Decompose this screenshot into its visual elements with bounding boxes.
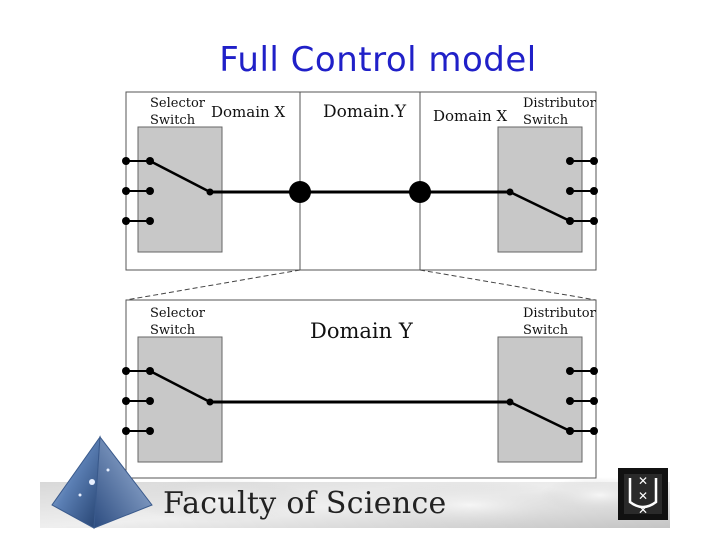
slide-title: Full Control model <box>219 40 537 80</box>
selector-label-line2: Switch <box>150 113 196 128</box>
footer-faculty-text: Faculty of Science <box>163 486 447 521</box>
distributor-ports-bottom <box>566 367 598 435</box>
distributor-label-bottom-line1: Distributor <box>523 306 597 321</box>
distributor-switch-arm <box>509 190 571 223</box>
svg-text:✕: ✕ <box>638 474 648 488</box>
distributor-label-line1: Distributor <box>523 96 597 111</box>
distributor-label-bottom-line2: Switch <box>523 323 569 338</box>
domain-y-bottom-label: Domain Y <box>310 319 414 343</box>
selector-label-bottom-line1: Selector <box>150 306 206 321</box>
pyramid-logo-icon <box>51 435 153 529</box>
zoom-line-left <box>125 269 301 301</box>
domain-x-right-label: Domain X <box>433 107 507 125</box>
selector-label-bottom-line2: Switch <box>150 323 196 338</box>
distributor-label-line2: Switch <box>523 113 569 128</box>
interconnect-node-right <box>409 181 431 203</box>
interconnect-node-left <box>289 181 311 203</box>
selector-label-line1: Selector <box>150 96 206 111</box>
uva-crest-icon: ✕ ✕ ✕ <box>618 468 668 520</box>
svg-text:✕: ✕ <box>638 503 648 517</box>
zoom-line-right <box>419 269 597 301</box>
selector-switch-arm <box>149 159 211 194</box>
domain-x-left-label: Domain X <box>211 103 285 121</box>
svg-text:✕: ✕ <box>638 489 648 503</box>
domain-y-top-label: Domain.Y <box>323 102 407 122</box>
distributor-switch-arm-bottom <box>509 400 571 433</box>
distributor-ports <box>566 157 598 225</box>
selector-switch-arm-bottom <box>149 369 211 404</box>
